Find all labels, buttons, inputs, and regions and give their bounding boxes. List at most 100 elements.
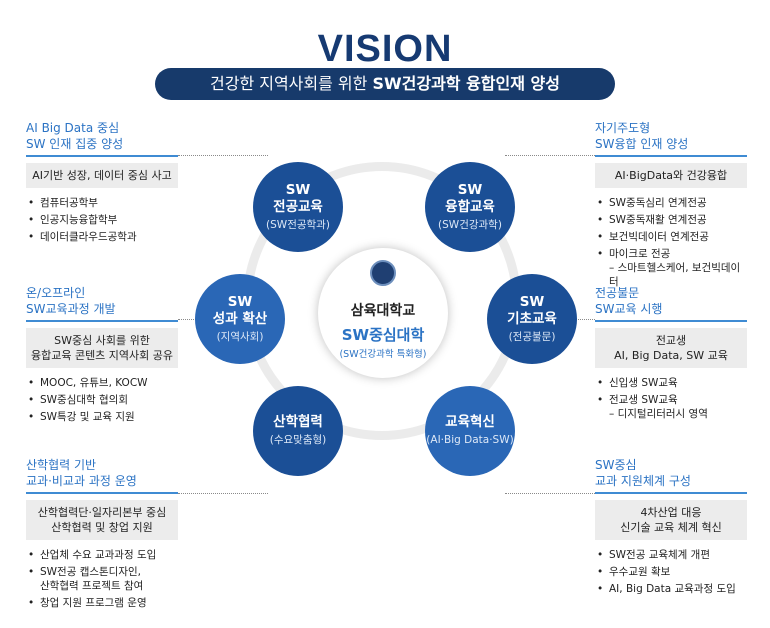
circle-label-2: 성과 확산 — [212, 310, 268, 327]
circle-label-2: 융합교육 — [445, 198, 495, 215]
banner-bold-text: SW건강과학 융합인재 양성 — [372, 74, 560, 93]
circle-label: SW — [457, 181, 483, 198]
list-item: MOOC, 유튜브, KOCW — [26, 376, 178, 390]
center-sub: (SW건강과학 특화형) — [339, 349, 427, 360]
summary-line: AI, Big Data, SW 교육 — [614, 349, 728, 362]
panel-list: SW전공 교육체계 개편우수교원 확보AI, Big Data 교육과정 도입 — [595, 548, 747, 596]
list-item: SW특강 및 교육 지원 — [26, 410, 178, 424]
list-item-text: 전교생 SW교육 — [609, 394, 678, 406]
panel-heading-line: SW교육 시행 — [595, 302, 663, 316]
summary-line: 산학협력 및 창업 지원 — [51, 521, 153, 534]
circle-sub: (AI·Big Data·SW) — [426, 434, 514, 446]
university-name: 삼육대학교 — [350, 303, 416, 319]
connector-left-1 — [178, 155, 268, 156]
list-item: 전교생 SW교육 – 디지털리터러시 영역 — [595, 393, 747, 421]
list-item-subtext: – 스마트헬스케어, 보건빅데이터 — [609, 262, 741, 288]
panel-rule — [26, 320, 178, 322]
panel-summary-box: 전교생 AI, Big Data, SW 교육 — [595, 328, 747, 368]
circle-sub: (SW전공학과) — [266, 218, 330, 231]
connector-right-1 — [505, 155, 595, 156]
list-item: 데이터클라우드공학과 — [26, 230, 178, 244]
panel-rule — [26, 492, 178, 494]
list-item-subtext: – 디지털리터러시 영역 — [609, 408, 708, 420]
panel-heading-line: SW중심 — [595, 458, 637, 472]
list-item-text: MOOC, 유튜브, KOCW — [40, 377, 148, 389]
list-item-text: 컴퓨터공학부 — [40, 197, 98, 209]
list-item: SW중심대학 협의회 — [26, 393, 178, 407]
vision-title: VISION — [317, 28, 453, 70]
list-item-text: 마이크로 전공 — [609, 248, 671, 260]
summary-line: AI·BigData와 건강융합 — [614, 169, 728, 182]
connector-right-3 — [505, 493, 595, 494]
list-item-text: 신입생 SW교육 — [609, 377, 678, 389]
list-item-text: 우수교원 확보 — [609, 566, 671, 578]
circle-sw-convergence: SW 융합교육 (SW건강과학) — [425, 162, 515, 252]
list-item-subtext: 산학협력 프로젝트 참여 — [40, 580, 144, 592]
circle-label: SW — [285, 181, 311, 198]
center-name: SW중심대학 — [341, 326, 425, 344]
panel-heading-line: 자기주도형 — [595, 121, 651, 135]
circle-label: SW — [227, 293, 253, 310]
panel-left-1: AI Big Data 중심 SW 인재 집중 양성 AI기반 성장, 데이터 중심… — [26, 120, 178, 247]
list-item: SW전공 교육체계 개편 — [595, 548, 747, 562]
panel-heading-line: SW 인재 집중 양성 — [26, 137, 124, 151]
list-item-text: 산업체 수요 교과과정 도입 — [40, 549, 157, 561]
circle-label-2: 기초교육 — [507, 310, 557, 327]
list-item-text: 데이터클라우드공학과 — [40, 231, 137, 243]
vision-banner: 건강한 지역사회를 위한 SW건강과학 융합인재 양성 — [155, 68, 615, 100]
banner-text: 건강한 지역사회를 위한 — [210, 74, 373, 93]
summary-line: 융합교육 콘텐츠 지역사회 공유 — [30, 349, 174, 362]
summary-line: 신기술 교육 체계 혁신 — [620, 521, 722, 534]
panel-rule — [26, 155, 178, 157]
panel-list: 컴퓨터공학부인공지능융합학부데이터클라우드공학과 — [26, 196, 178, 244]
list-item-text: 창업 지원 프로그램 운영 — [40, 597, 147, 609]
panel-list: 신입생 SW교육전교생 SW교육 – 디지털리터러시 영역 — [595, 376, 747, 421]
circle-sw-basic: SW 기초교육 (전공불문) — [487, 274, 577, 364]
list-item-text: SW전공 캡스톤디자인, — [40, 566, 142, 578]
panel-rule — [595, 320, 747, 322]
list-item-text: SW전공 교육체계 개편 — [609, 549, 711, 561]
panel-list: SW중독심리 연계전공SW중독재활 연계전공보건빅데이터 연계전공마이크로 전공… — [595, 196, 747, 289]
list-item-text: 인공지능융합학부 — [40, 214, 118, 226]
circle-label-2: 전공교육 — [273, 198, 323, 215]
list-item-text: SW특강 및 교육 지원 — [40, 411, 135, 423]
center-hub: 삼육대학교 SW중심대학 (SW건강과학 특화형) — [318, 248, 448, 378]
panel-heading-line: 전공불문 — [595, 286, 640, 300]
panel-right-1: 자기주도형 SW융합 인재 양성 AI·BigData와 건강융합 SW중독심리 연계… — [595, 120, 747, 292]
summary-line: 전교생 — [655, 334, 687, 347]
panel-summary-box: AI기반 성장, 데이터 중심 사고 — [26, 163, 178, 188]
summary-line: AI기반 성장, 데이터 중심 사고 — [32, 169, 172, 182]
circle-label: 산학협력 — [273, 414, 323, 430]
list-item: 컴퓨터공학부 — [26, 196, 178, 210]
circle-industry: 산학협력 (수요맞춤형) — [253, 386, 343, 476]
list-item-text: 보건빅데이터 연계전공 — [609, 231, 709, 243]
circle-sub: (SW건강과학) — [438, 218, 502, 231]
list-item-text: SW중독심리 연계전공 — [609, 197, 707, 209]
panel-heading-line: 교과 지원체계 구성 — [595, 474, 691, 488]
panel-list: 산업체 수요 교과과정 도입 SW전공 캡스톤디자인, 산학협력 프로젝트 참여창업… — [26, 548, 178, 610]
circle-sw-outreach: SW 성과 확산 (지역사회) — [195, 274, 285, 364]
list-item: SW중독심리 연계전공 — [595, 196, 747, 210]
panel-heading-line: 온/오프라인 — [26, 286, 86, 300]
panel-heading-line: SW교육과정 개발 — [26, 302, 116, 316]
circle-sub: (전공불문) — [508, 330, 556, 343]
panel-list: MOOC, 유튜브, KOCW SW중심대학 협의회 SW특강 및 교육 지원 — [26, 376, 178, 424]
list-item: 우수교원 확보 — [595, 565, 747, 579]
list-item: 마이크로 전공 – 스마트헬스케어, 보건빅데이터 — [595, 247, 747, 289]
circle-sub: (수요맞춤형) — [269, 434, 327, 446]
list-item: 산업체 수요 교과과정 도입 — [26, 548, 178, 562]
panel-heading-line: AI Big Data 중심 — [26, 121, 120, 135]
university-emblem-icon — [370, 260, 396, 286]
circle-sub: (지역사회) — [216, 330, 264, 343]
summary-line: 산학협력단·일자리본부 중심 — [37, 506, 167, 519]
panel-heading-line: SW융합 인재 양성 — [595, 137, 689, 151]
circle-label: 교육혁신 — [445, 414, 495, 430]
